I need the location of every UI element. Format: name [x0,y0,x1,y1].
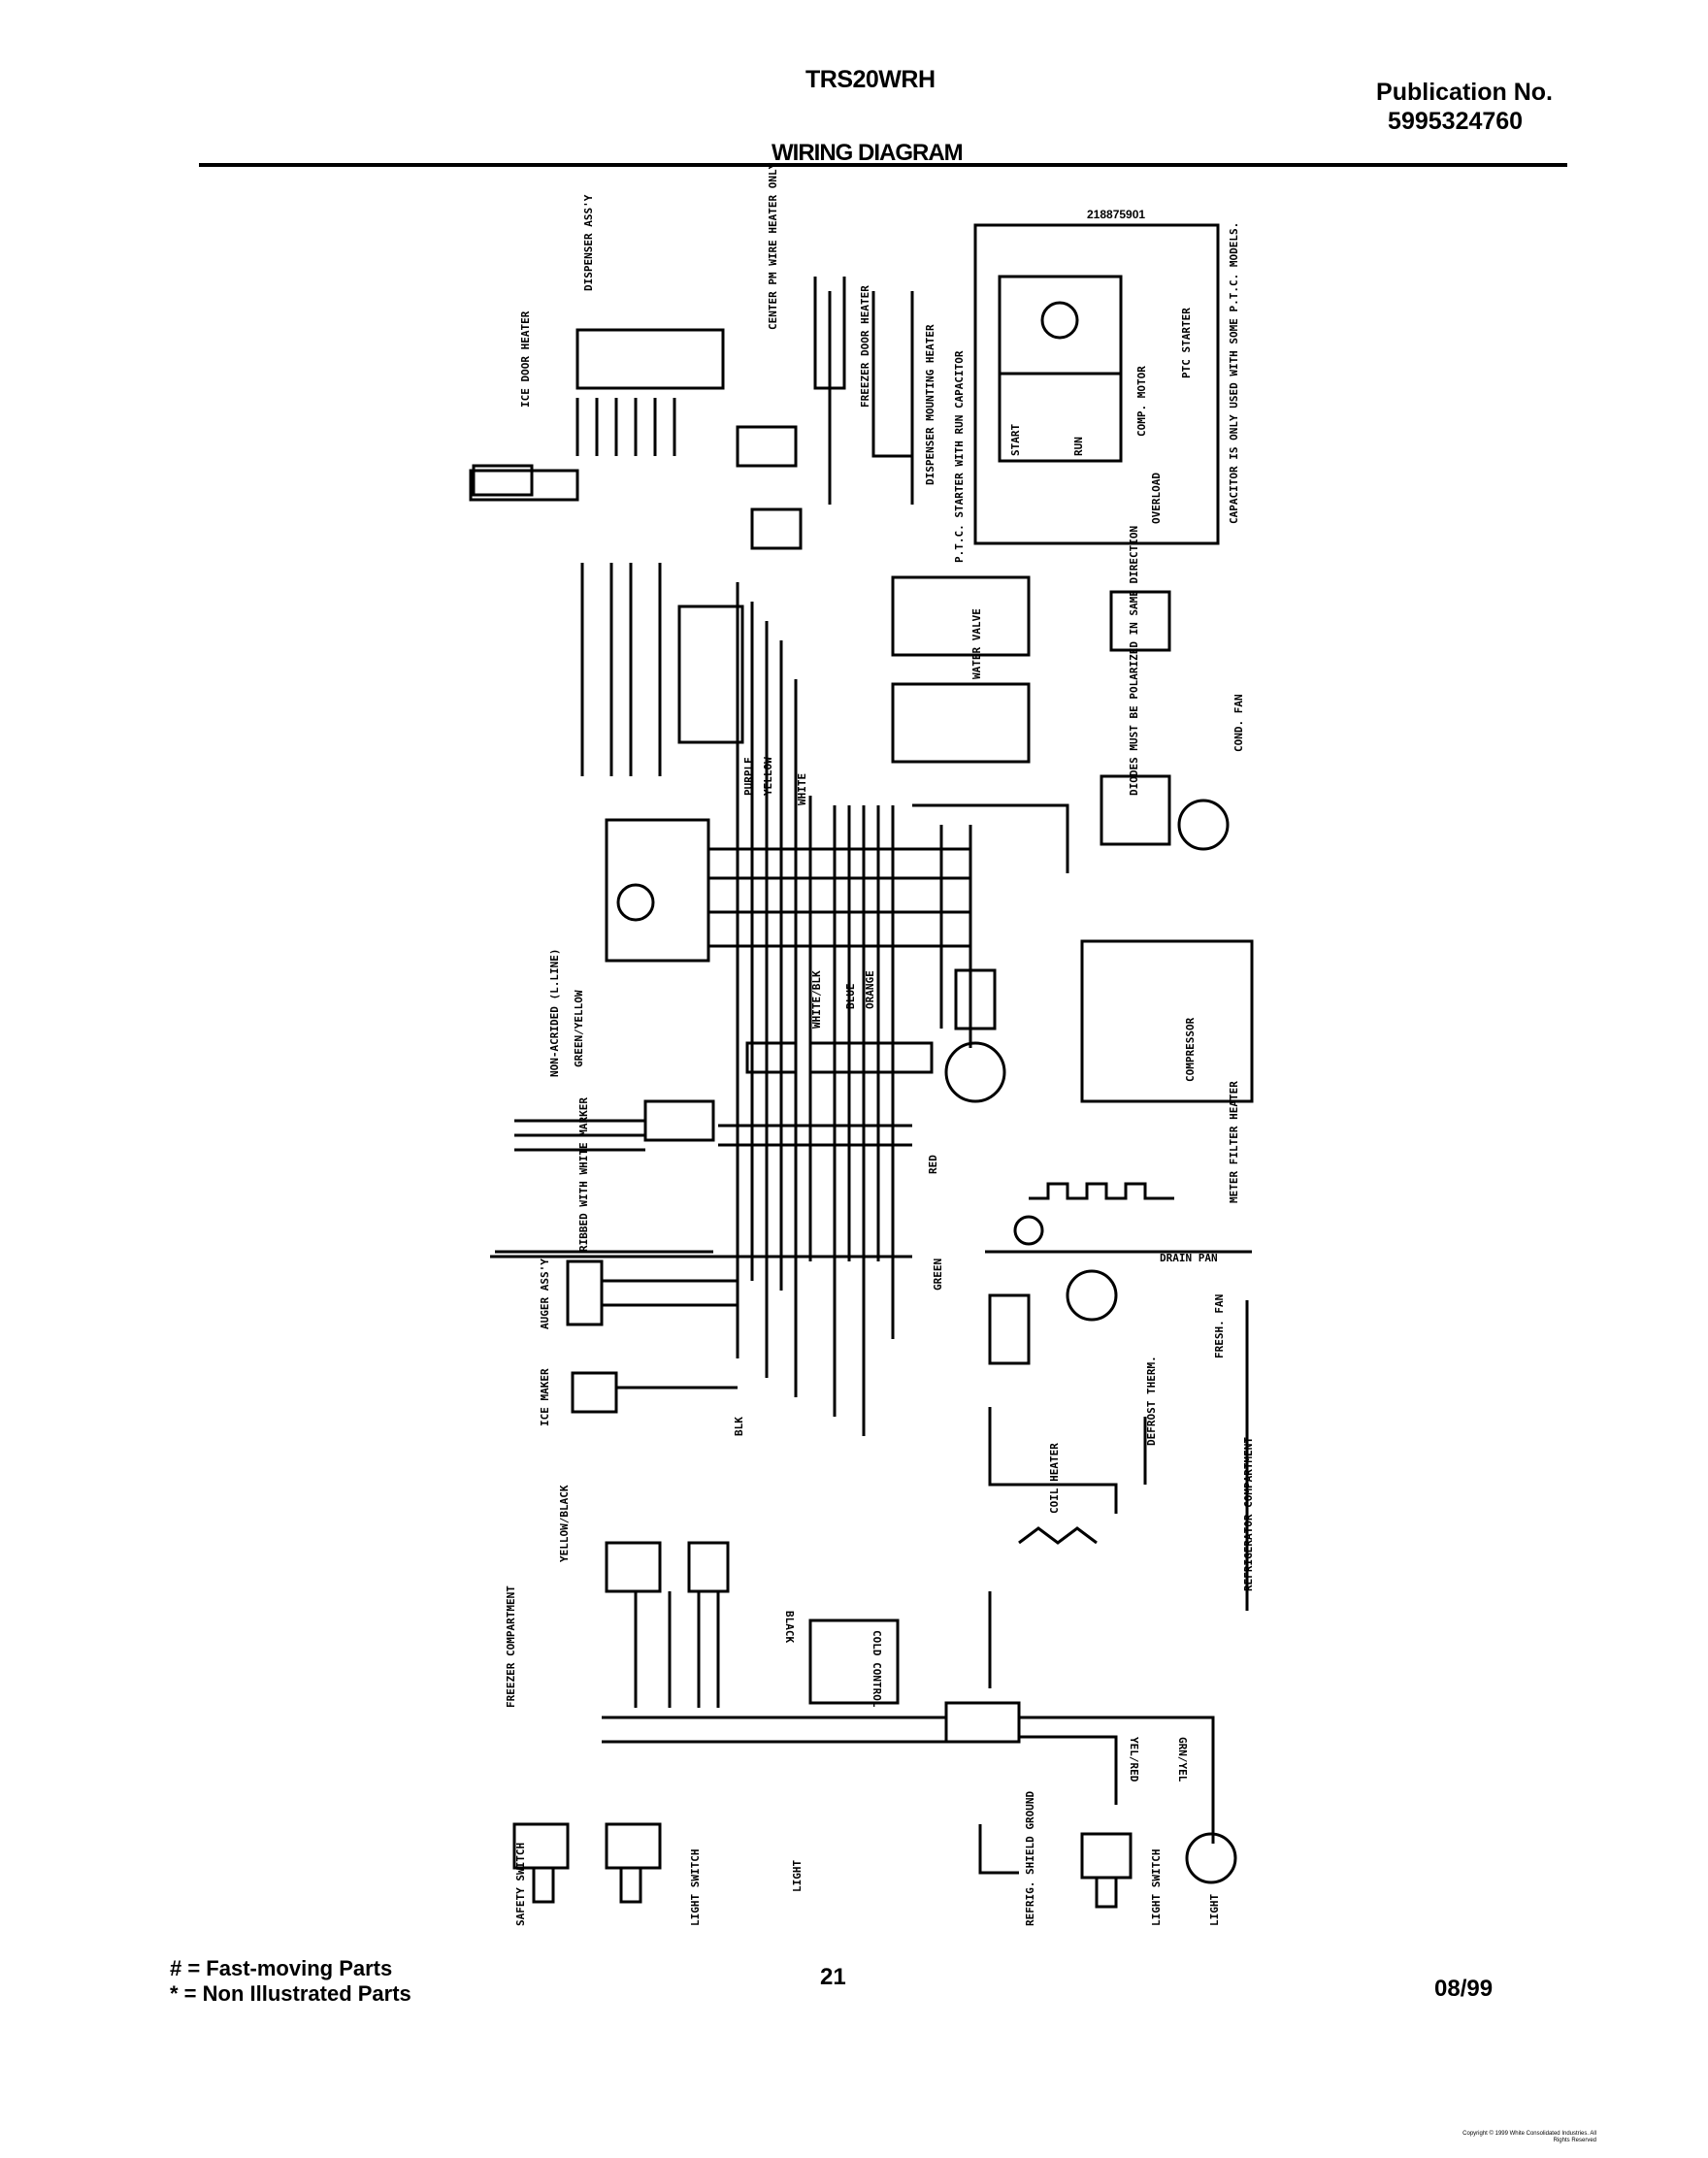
label-grn-yel: GRN/YEL [1176,1737,1189,1782]
label-yellow-black: YELLOW/BLACK [558,1485,571,1562]
label-coil-heater: COIL HEATER [1048,1443,1061,1514]
label-yellow: YELLOW [762,757,774,796]
label-light-switch-left: LIGHT SWITCH [689,1849,702,1926]
label-cond-fan: COND. FAN [1232,694,1245,752]
page-title: WIRING DIAGRAM [772,140,964,166]
label-augur-assy: AUGER ASS'Y [539,1259,551,1329]
label-compressor: COMPRESSOR [1184,1017,1197,1082]
label-ice-maker: ICE MAKER [539,1368,551,1426]
label-ptc-starter: PTC STARTER [1180,308,1193,378]
label-water-valve: WATER VALVE [970,608,983,679]
label-freezer-compartment: FREEZER COMPARTMENT [505,1586,517,1708]
label-refrig-shield: REFRIG. SHIELD GROUND [1024,1791,1036,1926]
heater-element [1029,1182,1174,1200]
cond-fan-icon [1177,799,1230,851]
page-number: 21 [820,1964,846,1990]
light-bulb [1185,1832,1237,1884]
safety-switch[interactable] [512,1822,570,1870]
label-capacitor-note: CAPACITOR IS ONLY USED WITH SOME P.T.C. … [1228,222,1240,524]
label-meter-filter: METER FILTER HEATER [1228,1081,1240,1203]
legend-fast-moving: # = Fast-moving Parts [170,1956,393,1980]
label-yel-red: YEL/RED [1128,1737,1140,1782]
label-non-ac: NON-ACRIDED (L.LINE) [548,949,561,1077]
legend-non-illustrated: * = Non Illustrated Parts [170,1981,411,2006]
cold-control [808,1618,900,1705]
ice-maker [571,1371,618,1414]
label-light-right: LIGHT [1208,1894,1221,1926]
label-blk: BLK [733,1417,745,1436]
label-black: BLACK [783,1611,796,1643]
light-switch-left[interactable] [605,1822,662,1870]
label-ice-door-heater: ICE DOOR HEATER [519,311,532,408]
ptc-starter-box [973,223,1220,545]
publication-info: Publication No. 5995324760 [1376,78,1553,136]
label-freezer-door-heater: FREEZER DOOR HEATER [859,285,871,408]
label-run: RUN [1072,437,1085,456]
label-fresh-fan: FRESH. FAN [1213,1294,1226,1358]
light-switch-right[interactable] [1080,1832,1133,1880]
label-ribbed: RIBBED WITH WHITE MARKER [577,1097,590,1252]
label-drain-pan: DRAIN PAN [1160,1252,1218,1264]
label-orange: ORANGE [864,970,876,1009]
publication-date: 08/99 [1434,1976,1494,2002]
label-diodes-note: DIODES MUST BE POLARIZED IN SAME DIRECTI… [1128,526,1140,796]
publication-number: 5995324760 [1388,108,1524,135]
label-blue: BLUE [844,984,857,1010]
label-comp-motor: COMP. MOTOR [1135,366,1148,437]
label-light-switch-right: LIGHT SWITCH [1150,1849,1163,1926]
label-center-pm: CENTER PM WIRE HEATER ONLY [767,162,779,330]
header-rule [199,163,1567,167]
label-purple: PURPLE [742,757,755,796]
label-red: RED [927,1155,939,1174]
label-refrigerator-compartment: REFRIGERATOR COMPARTMENT [1242,1437,1255,1591]
auger-assy [566,1259,604,1326]
label-start: START [1009,424,1022,456]
label-light-left: LIGHT [791,1860,804,1892]
part-number: 218875901 [1087,208,1145,221]
parts-legend: # = Fast-moving Parts * = Non Illustrate… [170,1956,411,2007]
publication-label: Publication No. [1376,79,1553,106]
compressor-box [1080,939,1254,1103]
label-safety-switch: SAFETY SWITCH [514,1843,527,1926]
copyright-notice: Copyright © 1999 White Consolidated Indu… [1462,2131,1596,2143]
coil-heater-element [1018,1526,1098,1545]
label-white: WHITE [796,773,808,805]
defrost-timer [605,818,710,963]
label-overload: OVERLOAD [1150,473,1163,524]
heater-connector [469,469,579,502]
dispenser-block [575,328,725,390]
model-number: TRS20WRH [805,66,936,93]
label-green: GREEN [932,1259,944,1291]
label-cold-control: COLD CONTROL [870,1630,883,1708]
label-dispenser-mounting-heater: DISPENSER MOUNTING HEATER [924,324,936,485]
label-dispenser-assy: DISPENSER ASS'Y [582,194,595,291]
label-white-blk: WHITE/BLK [810,970,823,1029]
fresh-fan-icon [1066,1269,1118,1322]
label-defrost-therm: DEFROST THERM. [1145,1356,1158,1446]
label-ptc-starter-note: P.T.C. STARTER WITH RUN CAPACITOR [953,350,966,563]
label-green-yellow: GREEN/YELLOW [573,990,585,1067]
